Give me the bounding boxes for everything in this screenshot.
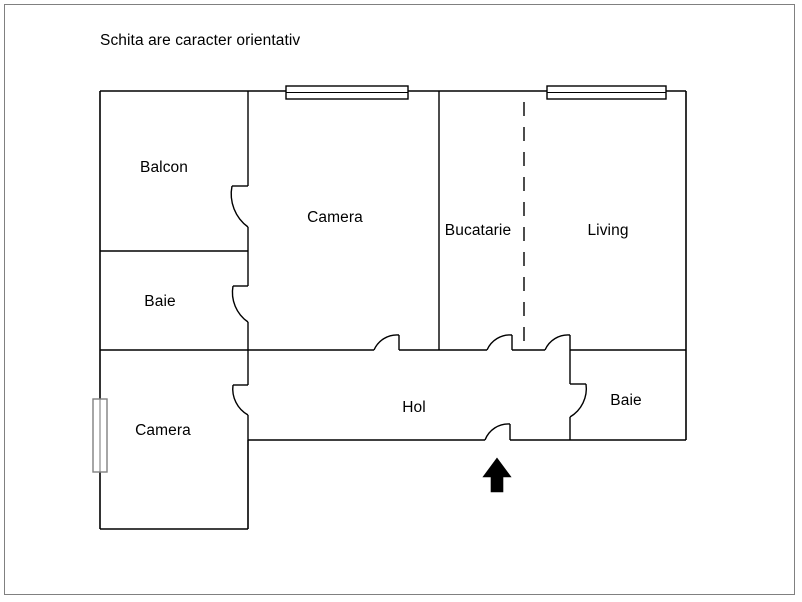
room-label-hol: Hol (402, 399, 426, 416)
door-swing-arc (373, 334, 400, 351)
page-border (4, 4, 795, 595)
page-title: Schita are caracter orientativ (100, 32, 301, 49)
room-label-camera-top: Camera (307, 209, 363, 226)
door-swing-arc (544, 334, 571, 351)
arrow-up-icon (482, 457, 512, 493)
window-camera-top (285, 85, 409, 100)
interior-walls (100, 91, 686, 440)
entrance-arrow (482, 457, 512, 493)
door-swing-arc (569, 383, 588, 418)
room-label-balcon: Balcon (140, 159, 188, 176)
door-entrance-hol (484, 423, 511, 441)
door-bucatarie-hol (486, 334, 513, 351)
door-swing-arc (232, 384, 249, 416)
door-swing-arc (484, 423, 511, 441)
door-swing-arc (486, 334, 513, 351)
door-camera-bottom-hol (232, 384, 249, 416)
door-camera-top-hol (373, 334, 400, 351)
room-label-baie-right: Baie (610, 392, 642, 409)
room-label-baie-left: Baie (144, 293, 176, 310)
door-swing-arc (231, 285, 249, 323)
window-camera-bottom (92, 398, 108, 473)
room-label-living: Living (587, 222, 629, 239)
door-swing-arc (230, 185, 249, 228)
door-baie-right-hol (569, 383, 588, 418)
door-living-hol (544, 334, 571, 351)
room-label-camera-bottom: Camera (135, 422, 191, 439)
door-baie-left-camera (231, 285, 249, 323)
door-balcon-camera (230, 185, 249, 228)
exterior-walls (99, 90, 687, 530)
room-label-bucatarie: Bucatarie (444, 222, 512, 239)
window-living (546, 85, 667, 100)
